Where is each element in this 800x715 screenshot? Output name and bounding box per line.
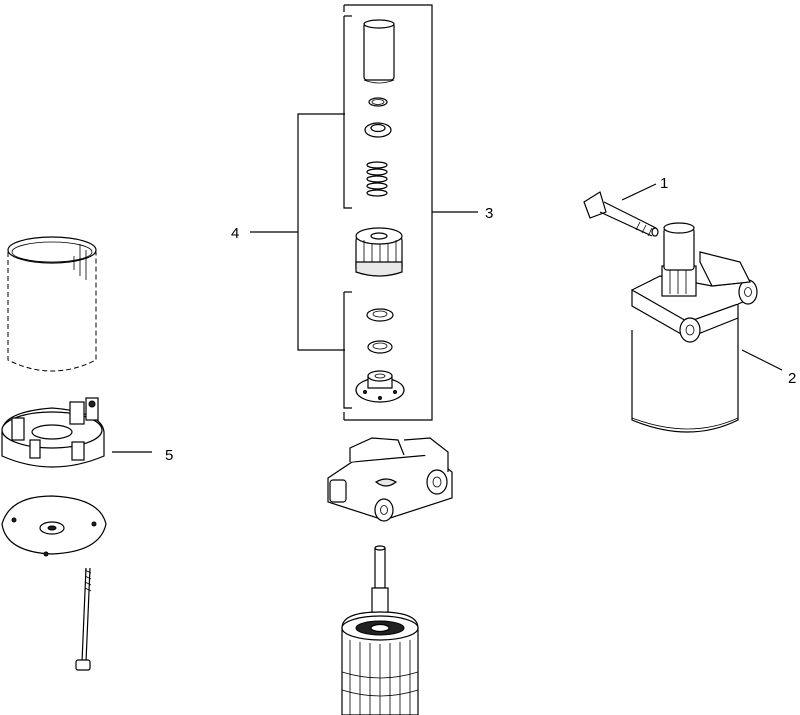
brush-plate — [1, 397, 105, 468]
callout-4-label: 4 — [231, 225, 239, 242]
armature — [341, 545, 419, 715]
mounting-bolt — [583, 191, 659, 237]
callout-4: 4 — [231, 225, 298, 242]
retainer-washer — [364, 122, 392, 138]
snap-ring — [368, 97, 388, 107]
pinion-gear — [355, 227, 403, 277]
callout-5-label: 5 — [165, 447, 173, 464]
starter-motor-assembly — [631, 222, 758, 433]
callout-3-label: 3 — [485, 205, 493, 222]
callout-2-label: 2 — [788, 370, 796, 387]
callout-1: 1 — [621, 175, 668, 201]
drive-end-cap — [327, 437, 453, 522]
thrust-washer-1 — [366, 308, 394, 322]
through-bolt — [75, 567, 92, 671]
callout-2: 2 — [741, 349, 796, 387]
callout-5: 5 — [112, 447, 173, 464]
motor-housing-frame — [7, 236, 97, 372]
drive-hub — [355, 370, 405, 403]
commutator-end-plate — [1, 495, 107, 557]
callout-1-label: 1 — [660, 175, 668, 192]
drive-sleeve — [363, 19, 395, 84]
callout-3: 3 — [432, 205, 493, 222]
bracket-item-4 — [297, 15, 352, 409]
pinion-spring — [366, 161, 388, 197]
thrust-washer-2 — [367, 340, 393, 354]
